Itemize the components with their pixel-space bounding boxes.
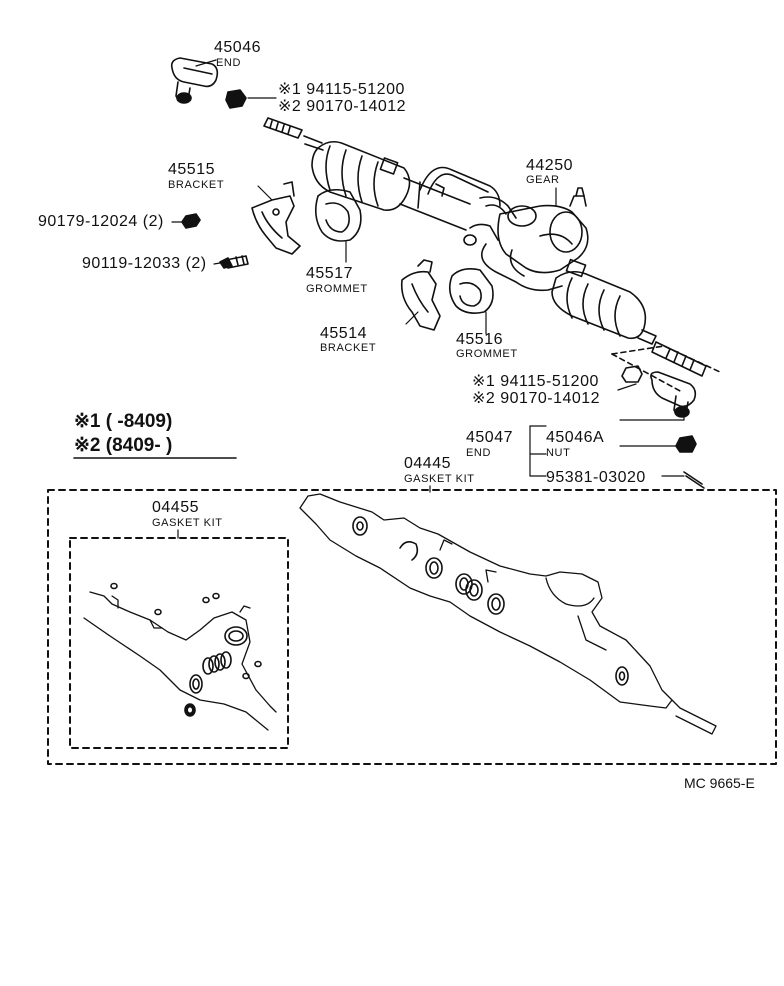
nut-90179 [181,213,201,229]
lower-dashed-guide-2 [611,353,683,393]
bracket-45514 [400,259,441,331]
note-2-part-upper: ※2 90170-14012 [278,98,407,115]
nut-lower [621,365,643,383]
note-1-part-lower: ※1 94115-51200 [472,373,599,390]
part-number-45047: 45047 [466,429,513,446]
part-name-45046a: NUT [546,447,571,459]
bracket-45515 [251,181,301,255]
note-1-part-upper: ※1 94115-51200 [278,81,405,98]
part-name-45047: END [466,447,492,459]
part-name-45517: GROMMET [306,283,368,295]
part-number-45515: 45515 [168,161,215,178]
leader-lines [171,59,685,539]
part-number-90179: 90179-12024 (2) [38,213,164,230]
part-name-45516: GROMMET [456,348,518,360]
part-name-45046: END [216,57,242,69]
bolt-90119 [219,255,249,269]
tie-rod-end-upper [170,57,219,104]
part-name-04455: GASKET KIT [152,517,223,529]
serial-note-1: ※1 ( -8409) [74,411,173,432]
part-name-04445: GASKET KIT [404,473,475,485]
housing-outline-04445 [299,493,717,735]
nut-45046a [675,435,697,453]
part-number-45046: 45046 [214,39,261,56]
cotter-pin [683,471,705,489]
gasket-kit-frame-04455 [69,537,289,749]
seal-set-04445 [352,516,629,686]
part-number-45517: 45517 [306,265,353,282]
steering-rack-housing [311,140,657,345]
tie-rod-end-lower [650,371,697,418]
serial-note-2: ※2 (8409- ) [74,435,173,456]
part-number-45514: 45514 [320,325,367,342]
part-name-45515: BRACKET [168,179,225,191]
housing-outline-04455 [83,591,277,731]
part-number-45046a: 45046A [546,429,605,446]
part-number-04445: 04445 [404,455,451,472]
grommet-45517 [314,188,362,242]
inner-tie-rod-upper [263,117,324,151]
part-number-90119: 90119-12033 (2) [82,255,207,272]
part-number-44250: 44250 [526,157,573,174]
lower-dashed-guide [611,345,721,373]
grommet-45516 [448,268,494,314]
note-2-part-lower: ※2 90170-14012 [472,390,601,407]
part-number-04455: 04455 [152,499,199,516]
part-number-45516: 45516 [456,331,503,348]
part-name-45514: BRACKET [320,342,377,354]
diagram-reference-code: MC 9665-E [684,775,755,791]
part-number-95381: 95381-03020 [546,469,646,486]
gasket-kit-frame-04445 [47,489,777,765]
seal-set-04455 [110,582,262,717]
nut-upper [225,89,247,109]
part-name-44250: GEAR [526,174,560,186]
